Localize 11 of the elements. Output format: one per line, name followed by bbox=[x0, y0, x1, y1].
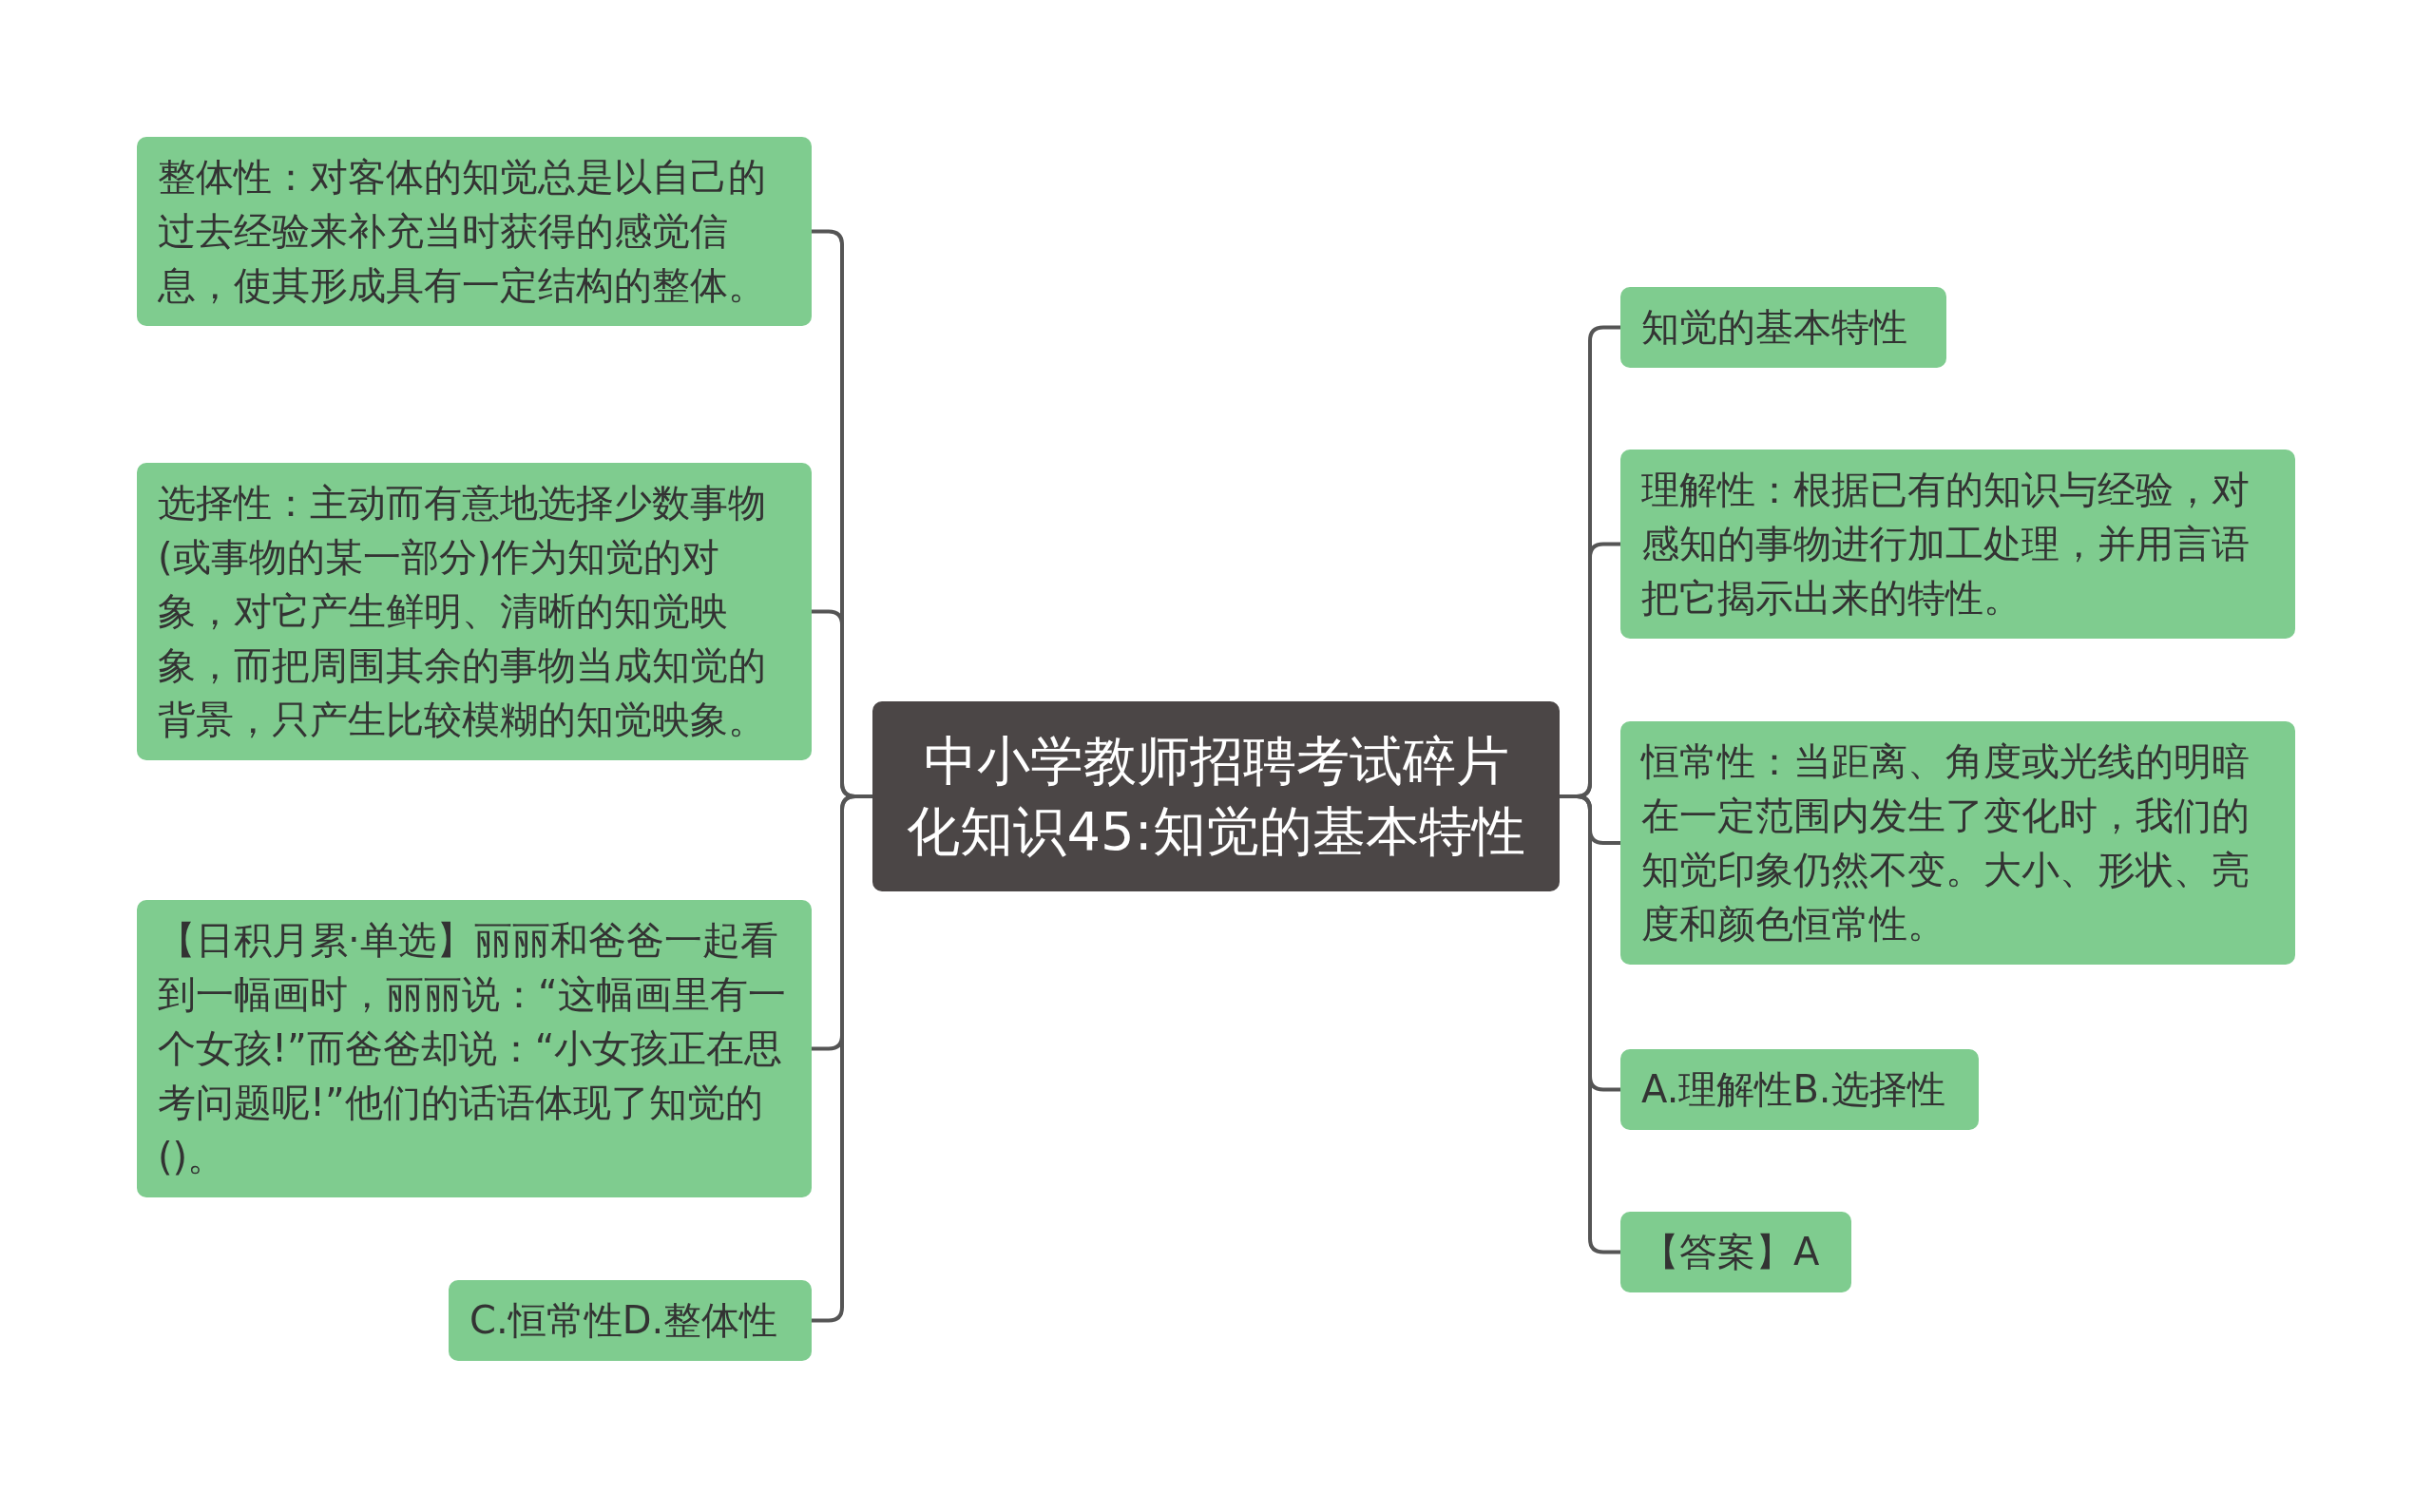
topic-box: 【答案】A bbox=[1620, 1212, 1851, 1292]
topic-box: A.理解性B.选择性 bbox=[1620, 1049, 1979, 1130]
topic-box: C.恒常性D.整体性 bbox=[449, 1280, 812, 1361]
central-topic-box: 中小学教师招聘考试碎片化知识45:知觉的基本特性 bbox=[872, 701, 1560, 891]
topic-box: 选择性：主动而有意地选择少数事物(或事物的某一部分)作为知觉的对象，对它产生鲜明、清晰的知觉映象，而把周围其余的事物当成知觉的背景，只产生比较模糊的知觉映象。 bbox=[137, 463, 812, 760]
topic-box: 知觉的基本特性 bbox=[1620, 287, 1946, 368]
topic-box: 【日积月累·单选】丽丽和爸爸一起看到一幅画时，丽丽说：“这幅画里有一个女孩!”而爸爸却说：“小女孩正在思考问题呢!”他们的话语体现了知觉的()。 bbox=[137, 900, 812, 1197]
topic-box: 理解性：根据已有的知识与经验，对感知的事物进行加工处理，并用言语把它揭示出来的特性。 bbox=[1620, 450, 2295, 639]
topic-box: 整体性：对客体的知觉总是以自己的过去经验来补充当时获得的感觉信息，使其形成具有一定结构的整体。 bbox=[137, 137, 812, 326]
connector-line bbox=[1560, 794, 1620, 1254]
topic-box: 恒常性：当距离、角度或光线的明暗在一定范围内发生了变化时，我们的知觉印象仍然不变。大小、形状、亮度和颜色恒常性。 bbox=[1620, 721, 2295, 965]
